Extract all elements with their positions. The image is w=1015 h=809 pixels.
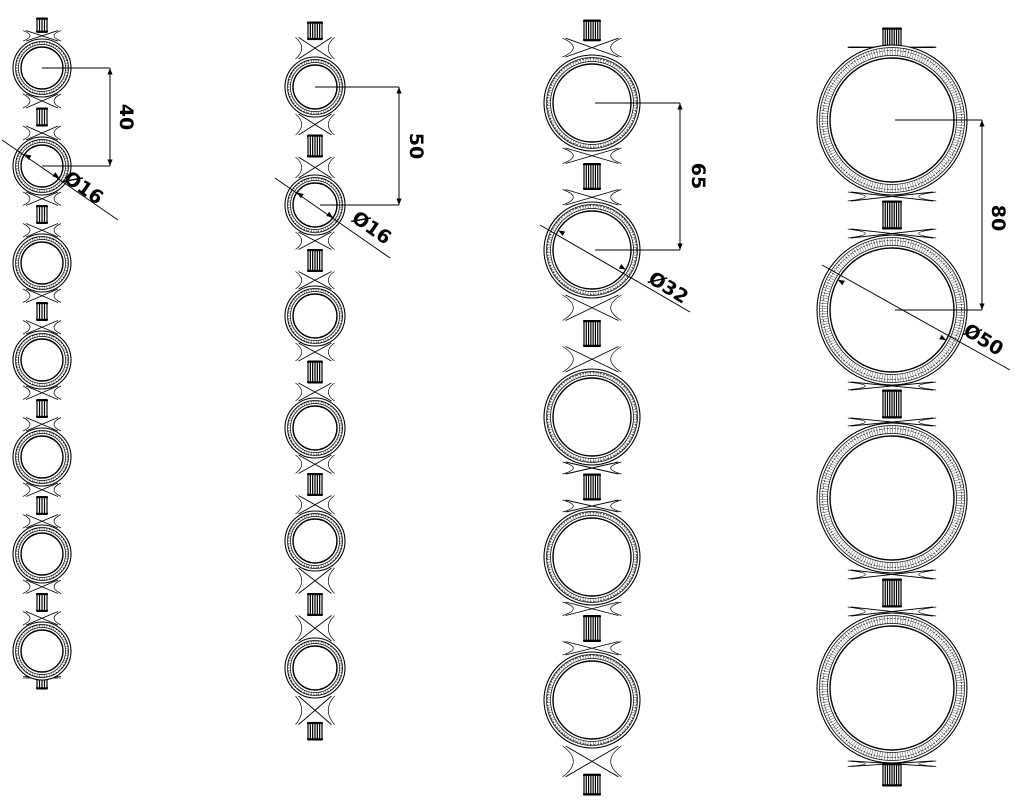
ring-web (22, 417, 62, 432)
chain-ring (12, 233, 72, 293)
chain-connector (307, 360, 323, 384)
diameter-label: Ø16 (348, 207, 396, 249)
chain-connector (36, 399, 48, 418)
chain-ring (284, 510, 346, 572)
chain-connector (882, 763, 902, 787)
ring-web (22, 191, 62, 206)
chain-connector (36, 496, 48, 515)
ring-web (22, 30, 62, 42)
chain-ring (12, 621, 72, 681)
ring-web (295, 495, 335, 515)
chain-connector (307, 21, 323, 41)
ring-web (22, 320, 62, 335)
chain-connector (583, 320, 601, 347)
ring-web (295, 615, 335, 642)
chain-connector (307, 134, 323, 158)
chain-connector (36, 17, 48, 33)
chain-ring (543, 54, 641, 152)
chain-connector (583, 615, 601, 642)
chain-ring (816, 612, 968, 764)
chain-connector (307, 721, 323, 741)
ring-web (22, 93, 62, 109)
ring-web (295, 113, 335, 136)
ring-web (847, 228, 937, 239)
chain-connector (307, 249, 323, 272)
chain-ring (816, 422, 968, 574)
chain-ring (543, 651, 641, 749)
ring-web (22, 611, 62, 626)
chain-connector (36, 593, 48, 612)
ring-web (847, 417, 937, 427)
ring-web (562, 499, 622, 513)
chain-ring (12, 524, 72, 584)
diameter-label: Ø50 (959, 319, 1007, 360)
ring-web (847, 569, 937, 580)
diameter-label: Ø16 (60, 167, 108, 209)
chain-ring (816, 44, 968, 196)
ring-web (22, 385, 62, 400)
diameter-label: Ø32 (644, 267, 692, 308)
ring-web (562, 641, 622, 656)
ring-web (295, 454, 335, 474)
chain-connector (583, 773, 601, 796)
chain-ring (284, 637, 346, 699)
ring-web (295, 382, 335, 402)
ring-web (847, 381, 937, 391)
chain-ring (543, 201, 641, 299)
ring-web (295, 37, 335, 60)
ring-web (562, 294, 622, 321)
ring-web (295, 231, 335, 250)
chain-connector (36, 205, 48, 224)
ring-web (562, 461, 622, 475)
chain-connector (583, 473, 601, 501)
ring-web (22, 482, 62, 497)
ring-web (22, 223, 62, 238)
ring-web (295, 567, 335, 594)
ring-web (562, 745, 622, 778)
ring-web (295, 271, 335, 290)
ring-web (562, 147, 622, 164)
chain-ring (284, 174, 346, 236)
ring-web (562, 346, 622, 373)
chain-connector (36, 107, 48, 127)
pitch-label: 65 (687, 163, 709, 189)
chain-ring (12, 330, 72, 390)
ring-web (295, 695, 335, 725)
pitch-label: 80 (987, 205, 1009, 231)
ring-web (22, 514, 62, 529)
chain-ring (284, 285, 346, 347)
ring-web (562, 189, 622, 206)
ring-web (562, 601, 622, 616)
chain-ring (816, 234, 968, 386)
chain-connector (882, 200, 902, 230)
chain-connector (36, 302, 48, 321)
chain-connector (583, 163, 601, 190)
chain-connector (882, 578, 902, 608)
chain-ring (543, 368, 641, 466)
ring-web (22, 579, 62, 594)
ring-web (847, 191, 937, 202)
chain-connector (583, 19, 601, 42)
ring-web (295, 156, 335, 179)
ring-web (847, 606, 937, 617)
ring-web (22, 125, 62, 141)
chain-connector (882, 389, 902, 419)
chain-ring (284, 397, 346, 459)
chain-ring (12, 427, 72, 487)
chain-connector (307, 473, 323, 496)
ring-web (22, 288, 62, 303)
ring-web (295, 342, 335, 362)
pitch-label: 40 (115, 104, 137, 130)
chain-connector (307, 593, 323, 616)
ring-web (562, 37, 622, 58)
chain-ring (543, 508, 641, 606)
pitch-label: 50 (405, 133, 427, 159)
